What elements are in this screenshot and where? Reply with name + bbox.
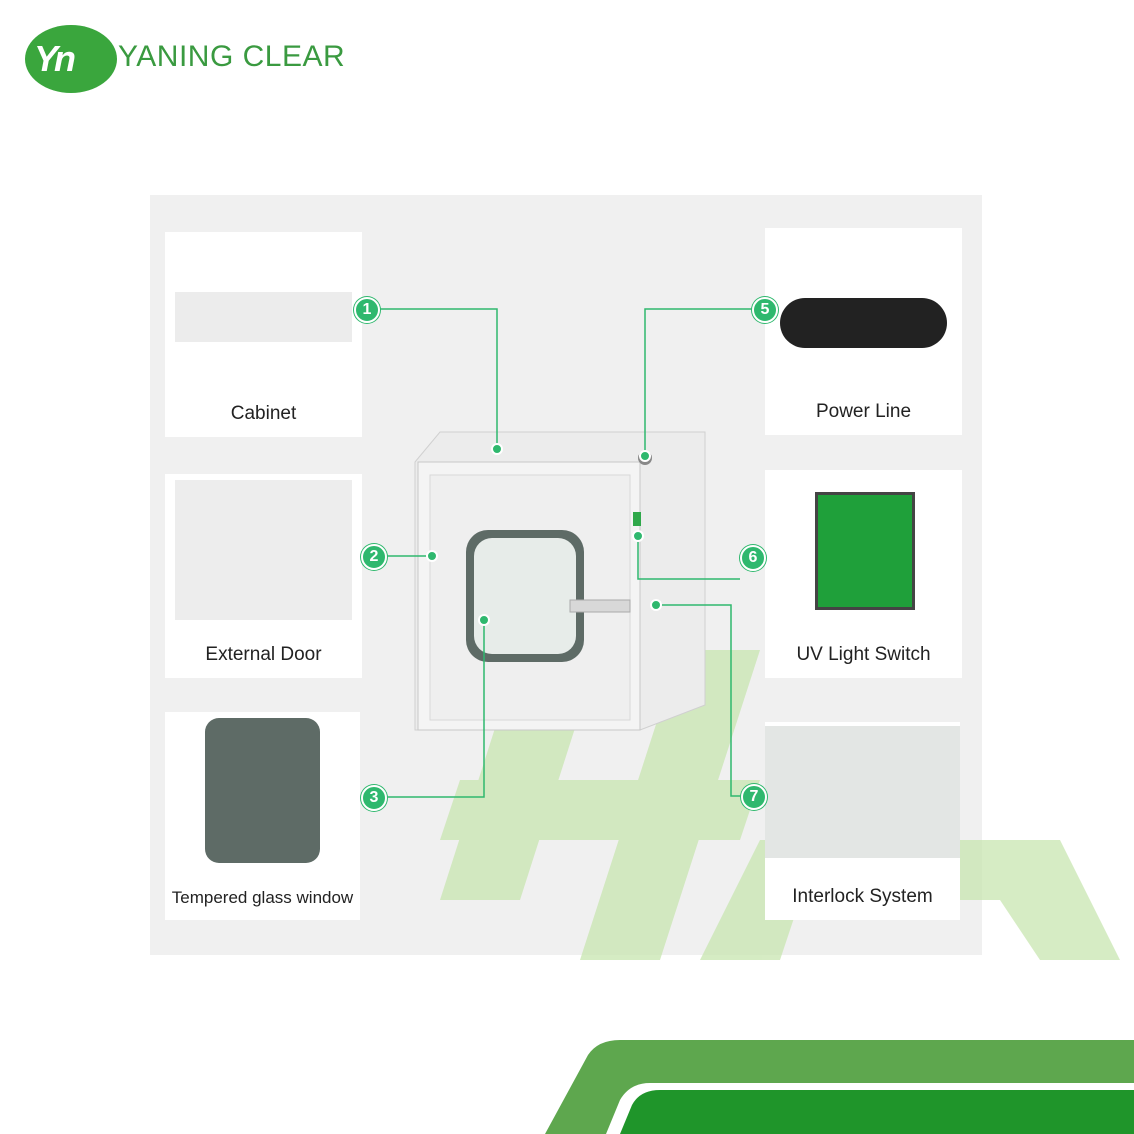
part-label: Cabinet xyxy=(230,403,297,424)
callout-number-6: 6 xyxy=(740,545,766,571)
logo-oval xyxy=(25,25,117,93)
cabinet-image xyxy=(175,292,352,342)
power-cord-image xyxy=(780,298,947,348)
part-card-uv-light-switch: UV Light Switch xyxy=(765,470,962,678)
callout-number-5: 5 xyxy=(752,297,778,323)
part-label: UV Light Switch xyxy=(796,644,931,665)
part-card-external-door: External Door xyxy=(165,474,362,678)
uv-switch-image xyxy=(815,492,915,610)
logo-mark: Yn xyxy=(34,38,76,79)
callout-number-1: 1 xyxy=(354,297,380,323)
callout-lines xyxy=(378,308,752,798)
part-label: Power Line xyxy=(815,401,912,422)
part-label: Tempered glass window xyxy=(171,888,354,907)
callout-dots xyxy=(426,443,662,626)
part-card-cabinet: Cabinet xyxy=(165,232,362,437)
callout-number-3: 3 xyxy=(361,785,387,811)
external-door-image xyxy=(175,480,352,620)
part-label: External Door xyxy=(205,644,322,665)
callout-number-2: 2 xyxy=(361,544,387,570)
part-card-tempered-glass-window: Tempered glass window xyxy=(165,712,360,920)
part-card-interlock-system: Interlock System xyxy=(765,722,960,920)
part-label: Interlock System xyxy=(792,886,933,907)
callout-number-7: 7 xyxy=(741,784,767,810)
pass-box xyxy=(414,431,706,731)
bottom-banner xyxy=(545,1040,1134,1134)
part-card-power-line: Power Line xyxy=(765,228,962,435)
brand-name: YANING CLEAR xyxy=(118,40,346,73)
glass-window-image xyxy=(205,718,320,863)
interlock-image xyxy=(765,726,960,858)
